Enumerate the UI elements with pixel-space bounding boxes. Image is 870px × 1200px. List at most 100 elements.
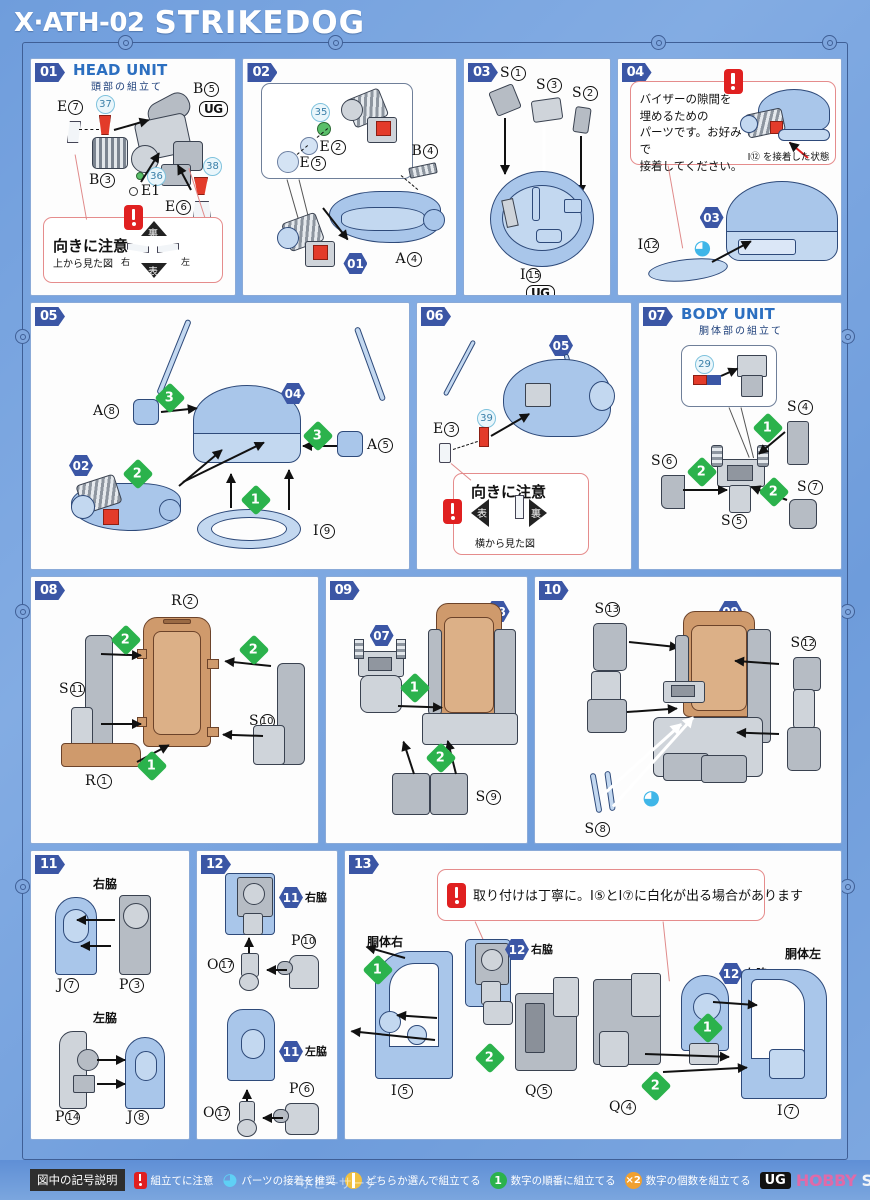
part-shape xyxy=(277,151,300,173)
step-number-badge: 09 xyxy=(329,581,360,600)
callout-text: バイザーの隙間を 埋めるための パーツです。お好みで 接着してください。 xyxy=(640,91,744,174)
step-panel-04[interactable]: 04 バイザーの隙間を 埋めるための パーツです。お好みで 接着してください。 … xyxy=(616,58,842,296)
part-shape xyxy=(71,707,93,747)
part-shape xyxy=(737,355,767,377)
assembly-arrow xyxy=(267,969,287,971)
side-heading-left: 左脇 xyxy=(93,1011,118,1025)
step-number-badge: 02 xyxy=(247,63,278,82)
legend-item-glue: ◕ パーツの接着を推奨 xyxy=(223,1171,336,1189)
part-shape xyxy=(787,421,809,465)
side-heading-right: 右脇 xyxy=(305,891,327,904)
binder-hole xyxy=(651,35,666,50)
part-shape xyxy=(395,639,406,659)
binder-hole xyxy=(840,329,855,344)
assembly-arrow xyxy=(397,705,442,709)
unit-subtitle: 胴体部の組立て xyxy=(699,326,783,337)
caution-text: 向きに注意 xyxy=(471,483,547,501)
either-icon xyxy=(344,1171,362,1189)
part-shape xyxy=(481,949,503,971)
step-number-badge: 05 xyxy=(35,307,65,326)
part-shape xyxy=(391,773,430,815)
part-shape xyxy=(211,517,287,541)
legend-title: 図中の記号説明 xyxy=(30,1169,125,1191)
part-shape xyxy=(207,659,219,669)
step-number-badge: 08 xyxy=(35,581,65,600)
warning-icon xyxy=(133,1171,147,1189)
part-shape xyxy=(769,1049,805,1079)
step-grid: 01 HEAD UNIT 頭部の組立て B⑤B5 UG E7 37 B3 36 … xyxy=(30,58,842,1158)
part-shape xyxy=(741,375,763,397)
callout-line: 埋めるための xyxy=(639,108,709,123)
inset-caption: I⑫ を接着した状態 xyxy=(747,152,830,163)
part-shape xyxy=(789,499,817,529)
dashed-link xyxy=(452,440,478,450)
part-label: E1 xyxy=(141,183,161,199)
step-order-chip: 2 xyxy=(238,634,270,666)
assembly-arrow xyxy=(503,118,506,174)
part-label: B⑤B5 xyxy=(193,81,220,97)
step-reference: 01 xyxy=(343,253,368,274)
step-number-badge: 03 xyxy=(467,63,498,82)
part-shape xyxy=(525,383,551,407)
part-shape xyxy=(792,657,821,691)
count-icon: ×2 xyxy=(624,1171,642,1189)
part-shape xyxy=(700,755,747,783)
order-icon: 1 xyxy=(489,1171,507,1189)
legend-label: 組立てに注意 xyxy=(150,1174,214,1187)
part-shape xyxy=(341,99,364,121)
step-reference: 02 xyxy=(69,455,93,476)
side-heading-left: 左脇 xyxy=(305,1045,327,1058)
side-heading-right: 右脇 xyxy=(93,877,118,891)
part-shape xyxy=(661,475,685,509)
part-shape xyxy=(67,121,81,143)
legend-label: パーツの接着を推奨 xyxy=(241,1174,336,1187)
orientation-arrow-up xyxy=(141,221,167,236)
part-shape xyxy=(525,1003,545,1053)
step-panel-01[interactable]: 01 HEAD UNIT 頭部の組立て B⑤B5 UG E7 37 B3 36 … xyxy=(30,58,237,296)
part-shape xyxy=(289,955,319,989)
legend-item-warning: 組立てに注意 xyxy=(133,1171,214,1189)
step-panel-09[interactable]: 09 08 07 1 S9 2 xyxy=(324,576,528,844)
side-heading: 右脇 xyxy=(531,943,553,956)
warning-icon xyxy=(124,205,143,230)
assembly-arrow xyxy=(97,1055,126,1065)
step-row-1: 01 HEAD UNIT 頭部の組立て B⑤B5 UG E7 37 B3 36 … xyxy=(30,58,842,296)
caution-subtext: 横から見た図 xyxy=(475,539,535,550)
legend-bar: 図中の記号説明 組立てに注意 ◕ パーツの接着を推奨 どちらか選んで組立てる 1… xyxy=(0,1160,870,1200)
part-shape xyxy=(77,1049,99,1071)
callout-line: パーツです。お好みで xyxy=(639,125,742,157)
step-panel-10[interactable]: 10 09 S13 S12 S8 xyxy=(533,576,842,844)
assembly-arrow xyxy=(628,641,679,649)
part-shape xyxy=(786,727,821,771)
part-shape xyxy=(553,977,579,1017)
part-shape xyxy=(631,973,661,1017)
assembly-arrow xyxy=(77,919,115,921)
part-shape xyxy=(153,631,201,735)
part-shape xyxy=(572,106,592,134)
ug-mark: UG xyxy=(199,101,228,117)
unit-title: HEAD UNIT xyxy=(73,61,168,79)
runner-mark: 29 xyxy=(695,355,714,374)
step-order-chip: 1 xyxy=(136,750,168,782)
step-order-chip: 1 xyxy=(752,412,784,444)
logo-hobby: HOBBY xyxy=(795,1170,857,1190)
